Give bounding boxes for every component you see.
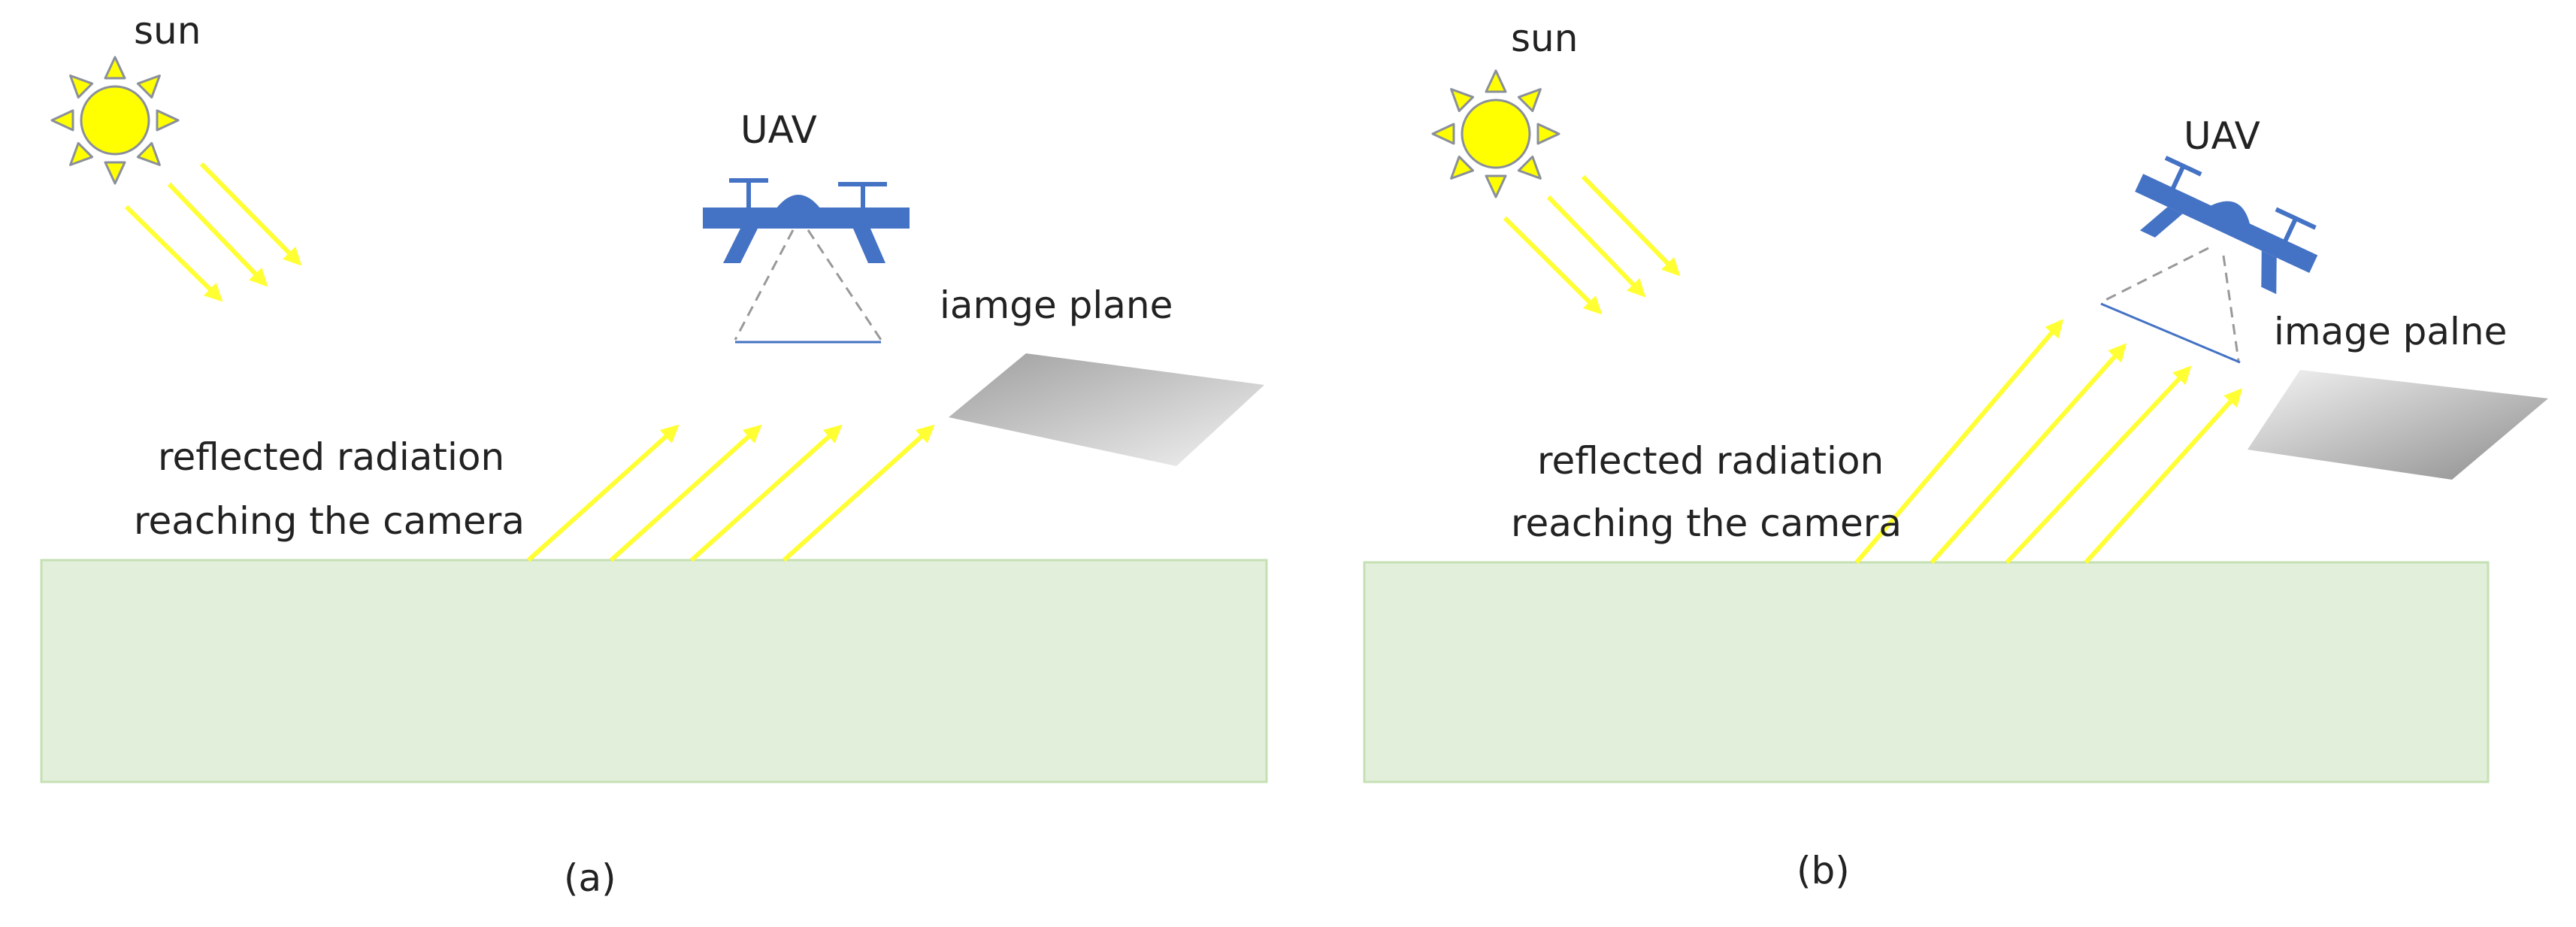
image-plane (2248, 370, 2548, 480)
reflected-ray (689, 424, 843, 562)
uav-icon (2135, 156, 2318, 295)
reflected-rays (1854, 319, 2243, 565)
reflected-ray (2005, 365, 2192, 565)
reflected-ray (1854, 319, 2064, 564)
panel-b: sun UAV image (1363, 17, 2548, 892)
camera-field-of-view (2100, 247, 2241, 364)
sun-label: sun (1511, 17, 1578, 60)
caption-a: (a) (564, 856, 616, 900)
uav-icon (703, 178, 910, 263)
sun-rays (124, 162, 302, 302)
image-plane-label: iamge plane (940, 283, 1173, 327)
reflected-radiation-label: reaching the camera (1511, 501, 1902, 545)
sun-icon (50, 56, 180, 185)
uav-label: UAV (2184, 114, 2260, 158)
sun-ray (167, 182, 268, 287)
sun-icon (1431, 69, 1560, 198)
reflected-radiation-label: reaching the camera (134, 499, 525, 543)
reflected-ray (782, 424, 935, 562)
reflected-ray (2084, 388, 2243, 565)
panel-a: sun UAV iamge (40, 9, 1268, 900)
reflected-radiation-label: reflected radiation (1537, 439, 1884, 483)
reflected-ray (609, 424, 762, 562)
ground-b (1363, 561, 2490, 783)
reflected-rays (526, 424, 935, 562)
sun-ray (1503, 216, 1603, 315)
sun-rays (1503, 174, 1681, 315)
ground-a (40, 559, 1268, 783)
sun-label: sun (134, 9, 201, 53)
sun-ray (1546, 195, 1646, 298)
image-plane-label: image palne (2274, 310, 2507, 353)
sun-ray (124, 204, 223, 302)
image-plane (949, 353, 1264, 466)
sun-ray (1581, 174, 1681, 277)
reflected-radiation-label: reflected radiation (158, 435, 504, 479)
reflected-ray (1930, 343, 2127, 564)
camera-field-of-view (734, 229, 882, 344)
sun-ray (199, 162, 302, 266)
reflected-ray (526, 424, 680, 562)
caption-b: (b) (1797, 849, 1850, 892)
uav-label: UAV (740, 108, 817, 152)
